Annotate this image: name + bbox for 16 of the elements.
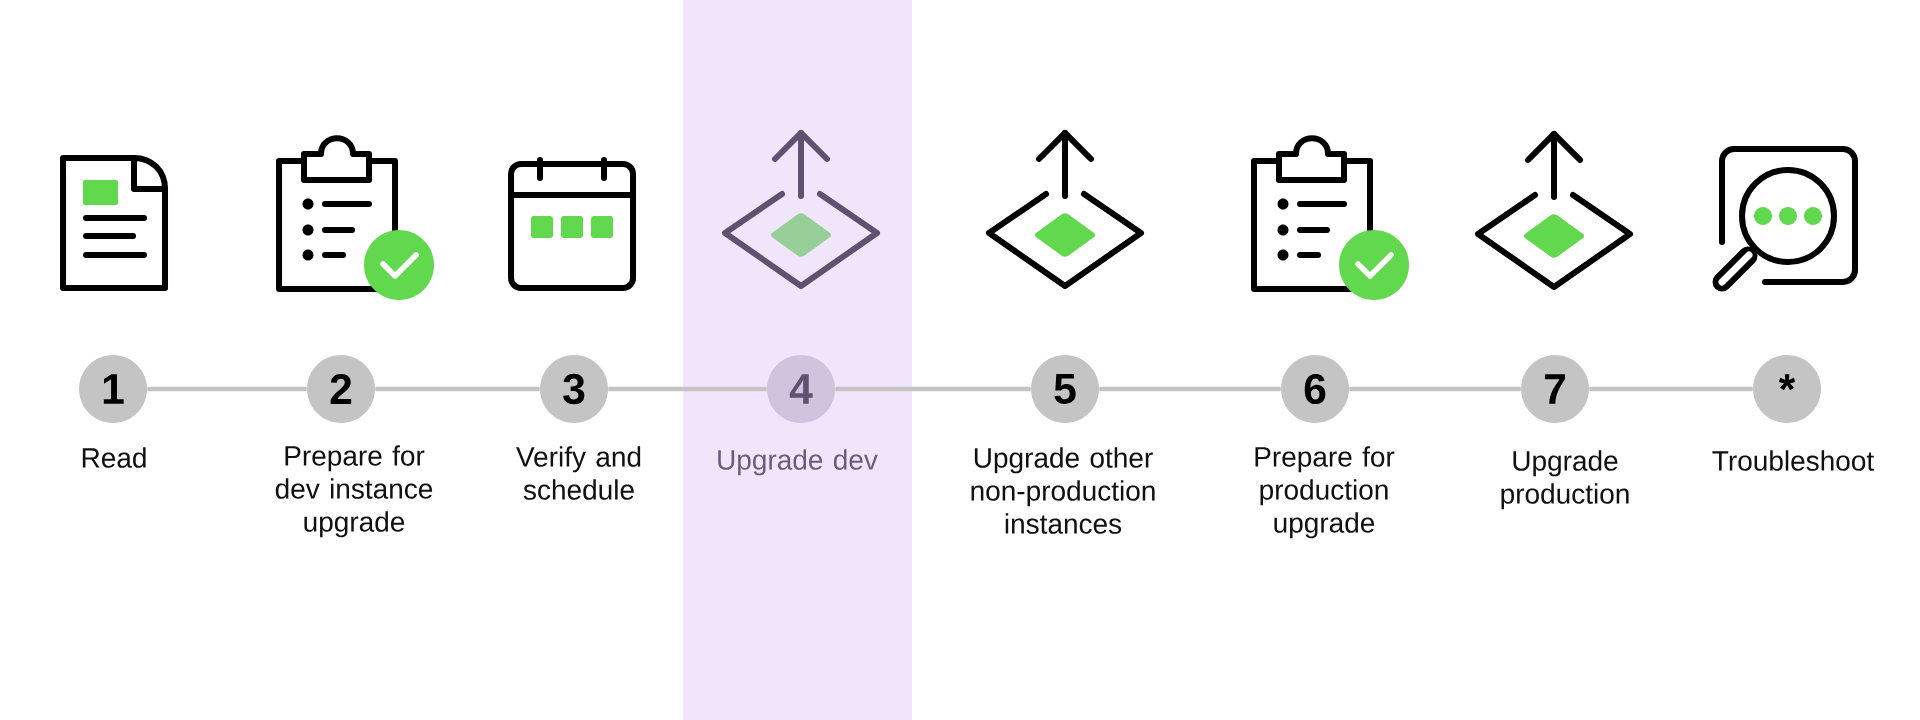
step-label: Prepare for dev instance upgrade (275, 445, 433, 538)
highlight-band (683, 0, 912, 720)
step-label: Read (82, 447, 146, 468)
connector-line (835, 386, 1031, 392)
connector-line (1099, 386, 1281, 392)
step-label: Troubleshoot (1712, 450, 1874, 471)
connector-line (1349, 386, 1521, 392)
step-label: Verify and schedule (516, 446, 641, 500)
step-label: Upgrade production (1501, 450, 1629, 510)
connector-line (1589, 386, 1753, 392)
connector-line (608, 386, 767, 392)
step-label: Upgrade dev (718, 449, 878, 476)
step-label: Upgrade other non-production instances (971, 447, 1155, 534)
connector-line (375, 386, 540, 392)
step-label: Prepare for production upgrade (1255, 446, 1395, 539)
connector-line (147, 386, 307, 392)
